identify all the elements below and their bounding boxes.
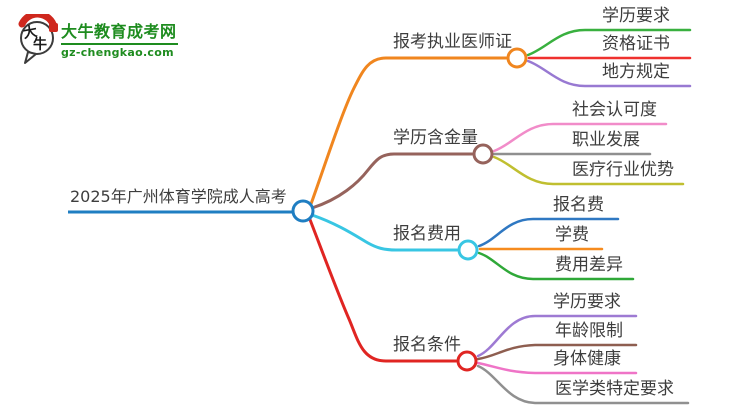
leaf-label-local-regulations: 地方规定 [602, 62, 670, 82]
branch-node-circle-registration-requirements[interactable] [456, 350, 478, 372]
daniu-bull-icon: 大 牛 [18, 14, 58, 64]
leaf-line-local-regulations [526, 59, 692, 88]
leaf-line-medical-industry-advantage [492, 155, 685, 186]
site-name: 大牛教育成考网 [61, 22, 177, 41]
leaf-label-education-requirement: 学历要求 [553, 292, 621, 312]
root-node-circle[interactable] [291, 199, 315, 223]
branch-node-circle-degree-value[interactable] [472, 143, 494, 165]
leaf-label-medical-specific-requirements: 医学类特定要求 [555, 379, 674, 399]
leaf-line-education-requirement [526, 28, 692, 57]
branch-label-registration-fees: 报名费用 [393, 224, 461, 244]
branch-line [310, 152, 474, 210]
branch-line [310, 213, 459, 252]
leaf-line-registration-fee [477, 217, 620, 248]
leaf-line-social-recognition [492, 122, 668, 153]
leaf-label-physical-health: 身体健康 [553, 349, 621, 369]
branch-line [307, 215, 458, 363]
branch-line [309, 56, 508, 206]
root-node-label: 2025年广州体育学院成人高考 [70, 187, 287, 206]
branch-label-degree-value: 学历含金量 [393, 128, 478, 148]
site-logo: 大 牛 大牛教育成考网 gz-chengkao.com [15, 14, 195, 66]
leaf-line-medical-specific-requirements [476, 364, 690, 405]
leaf-label-registration-fee: 报名费 [553, 195, 604, 215]
leaf-label-education-requirement: 学历要求 [602, 6, 670, 26]
site-domain: gz-chengkao.com [61, 46, 174, 59]
leaf-label-medical-industry-advantage: 医疗行业优势 [572, 160, 674, 180]
leaf-label-fee-differences: 费用差异 [555, 255, 623, 275]
logo-char-da: 大 [22, 23, 39, 42]
leaf-line-fee-differences [477, 251, 635, 281]
leaf-label-career-development: 职业发展 [572, 130, 640, 150]
leaf-line-education-requirement [476, 314, 638, 358]
branch-node-circle-registration-fees[interactable] [457, 239, 479, 261]
leaf-label-tuition: 学费 [555, 225, 589, 245]
leaf-label-social-recognition: 社会认可度 [572, 100, 657, 120]
leaf-line-physical-health [476, 361, 638, 375]
leaf-line-age-limit [476, 343, 638, 361]
logo-char-niu: 牛 [33, 36, 47, 53]
leaf-label-age-limit: 年龄限制 [555, 321, 623, 341]
leaf-label-qualification-cert: 资格证书 [602, 34, 670, 54]
logo-divider [61, 43, 178, 45]
branch-label-physician-cert: 报考执业医师证 [393, 32, 512, 52]
branch-label-registration-requirements: 报名条件 [393, 335, 461, 355]
branch-node-circle-physician-cert[interactable] [506, 47, 528, 69]
